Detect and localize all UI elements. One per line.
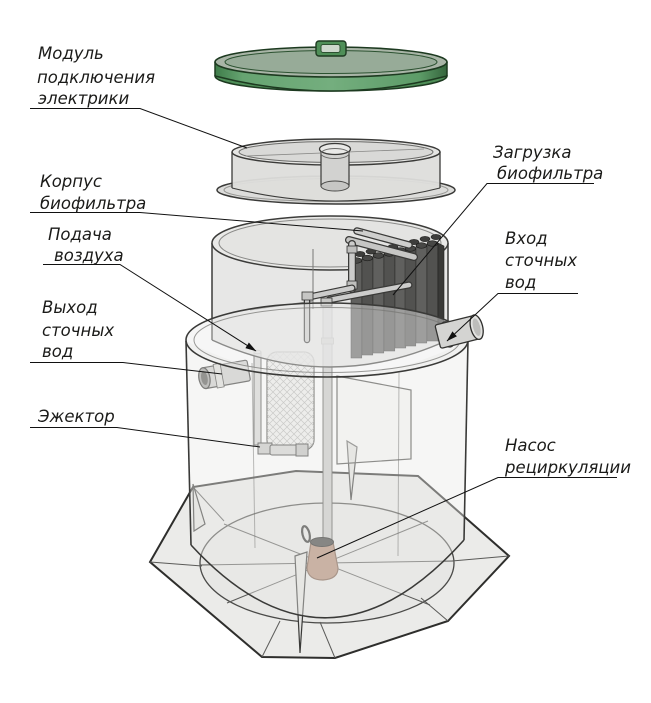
recirculation-pump (300, 525, 339, 581)
leader-electric-module (30, 108, 248, 149)
electric-module-lid (214, 40, 448, 92)
labels: Модуль подключения электрики Корпус биоф… (37, 44, 631, 477)
label-biofilter-housing-line1: Корпус (40, 172, 102, 191)
label-wastewater-outlet-line2: сточных (42, 321, 114, 340)
label-electric-module-line3: электрики (38, 89, 129, 108)
label-wastewater-outlet-line1: Выход (42, 298, 98, 317)
label-recirculation-pump-line2: рециркуляции (504, 458, 631, 477)
label-biofilter-media-line2: биофильтра (497, 164, 603, 183)
biofilter-piping (301, 227, 418, 344)
label-wastewater-inlet-line1: Вход (505, 229, 548, 248)
label-air-supply-line1: Подача (48, 225, 112, 244)
leader-biofilter-housing (30, 212, 364, 232)
label-recirculation-pump-line1: Насос (505, 436, 556, 455)
label-air-supply-line2: воздуха (54, 246, 124, 265)
label-electric-module-line2: подключения (37, 68, 155, 87)
label-wastewater-outlet-line3: вод (42, 342, 73, 361)
label-ejector-line1: Эжектор (37, 407, 115, 426)
leader-air-supply (43, 264, 257, 352)
label-wastewater-inlet-line3: вод (505, 273, 536, 292)
leader-biofilter-media (392, 183, 594, 296)
leader-recirculation-pump (316, 477, 617, 559)
interior-access-panel (336, 375, 412, 465)
collar-center-pipe (318, 142, 352, 192)
lid-knob (315, 40, 347, 57)
label-biofilter-housing-line2: биофильтра (40, 194, 146, 213)
collar-ring (216, 138, 456, 205)
pump-handle (300, 525, 312, 543)
leader-wastewater-outlet (30, 362, 223, 375)
ejector (257, 442, 309, 457)
main-tank (185, 302, 469, 619)
leader-wastewater-inlet (446, 293, 578, 342)
leader-ejector (30, 427, 261, 448)
label-wastewater-inlet-line2: сточных (505, 251, 577, 270)
leader-lines (30, 108, 617, 559)
label-biofilter-media-line1: Загрузка (493, 143, 571, 162)
label-electric-module-line1: Модуль (38, 44, 104, 63)
